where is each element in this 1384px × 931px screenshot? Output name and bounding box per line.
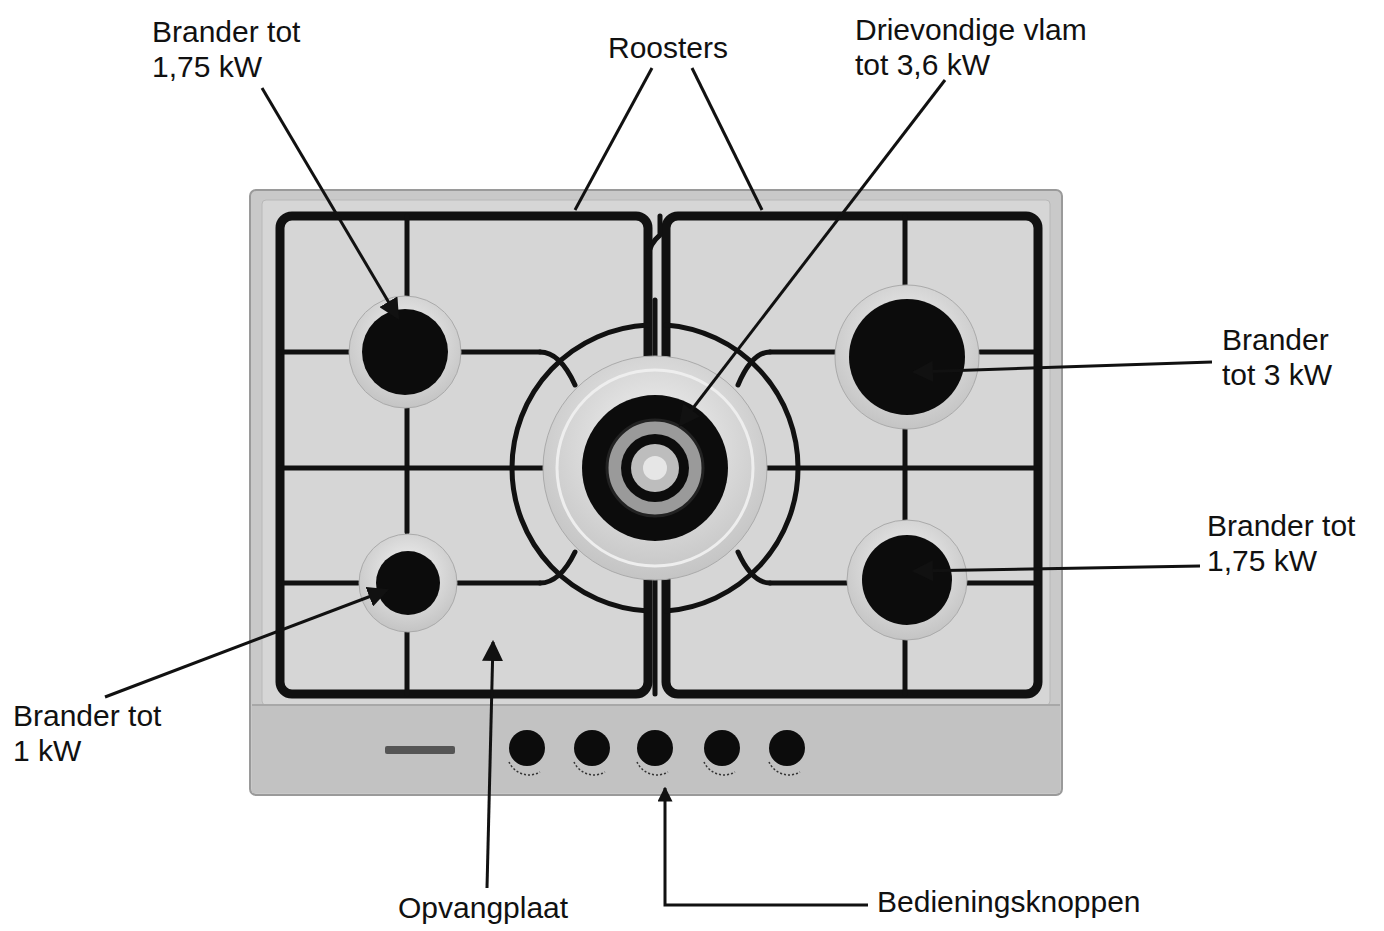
art-circle [509,730,545,766]
burner-label: Drievondige vlam tot 3,6 kW [855,12,1103,82]
art-path [769,762,800,775]
art-path [509,762,540,775]
art-circle [835,285,979,429]
art-circle [582,395,728,541]
art-circle [359,534,457,632]
art-line [903,425,908,520]
burner-top-right [835,285,979,429]
art-line [405,632,410,694]
art-circle [376,551,440,615]
art-circle [621,434,689,502]
leader-triple-flame [680,80,945,425]
leader-burner-1 [262,88,398,318]
art-path [637,762,668,775]
leader-lines [105,68,1212,905]
burner-label: Brander tot 3 kW [1222,322,1354,392]
art-path [738,552,770,583]
art-circle [362,309,448,395]
art-circle [704,730,740,766]
art-line [967,581,1038,586]
control-knobs [509,730,805,766]
art-line [460,350,540,355]
art-line [735,466,1038,471]
art-line [770,350,835,355]
leader-burner-4 [914,566,1200,571]
art-circle [643,456,667,480]
art-path [574,762,605,775]
art-circle [847,520,967,640]
brand-plate [385,746,455,754]
art-line [770,581,847,586]
art-line [903,216,908,290]
burner-bottom-right [847,520,967,640]
knob-marks [509,762,800,775]
art-circle [349,296,461,408]
burner-label: Brander tot 1,75 kW [152,14,330,84]
burner-center [543,356,767,580]
art-circle [607,420,703,516]
part-label: Bedieningsknoppen [877,884,1141,919]
grates-label: Roosters [608,30,728,65]
art-line [458,581,540,586]
burner-bottom-left [359,534,457,632]
grate-bars [280,216,1038,694]
art-path [704,762,735,775]
leader-burner-3 [914,362,1212,372]
art-line [280,350,352,355]
art-circle [631,444,679,492]
burner-label: Brander tot 1 kW [13,698,183,768]
art-circle [769,730,805,766]
art-line [280,466,578,471]
leader-burner-5 [105,590,387,697]
art-circle [637,730,673,766]
art-circle [557,370,753,566]
leader-grate-left [575,68,652,210]
part-label: Opvangplaat [398,890,568,925]
art-line [980,350,1038,355]
strip-edge [252,704,1060,706]
drip-tray [262,200,1050,705]
art-line [903,640,908,694]
art-path [738,352,770,385]
art-line [405,216,410,300]
art-circle [849,299,965,415]
control-strip [252,705,1060,793]
hob-frame [250,190,1062,795]
art-circle [543,356,767,580]
burner-label: Brander tot 1,75 kW [1207,508,1367,578]
burner-top-left [349,296,461,408]
leader-tray [487,642,493,888]
leader-grate-right [692,68,762,210]
art-line [280,581,358,586]
leader-knobs [665,788,868,905]
grates [280,216,1038,694]
art-circle [574,730,610,766]
art-circle [862,535,952,625]
art-path [648,216,660,300]
